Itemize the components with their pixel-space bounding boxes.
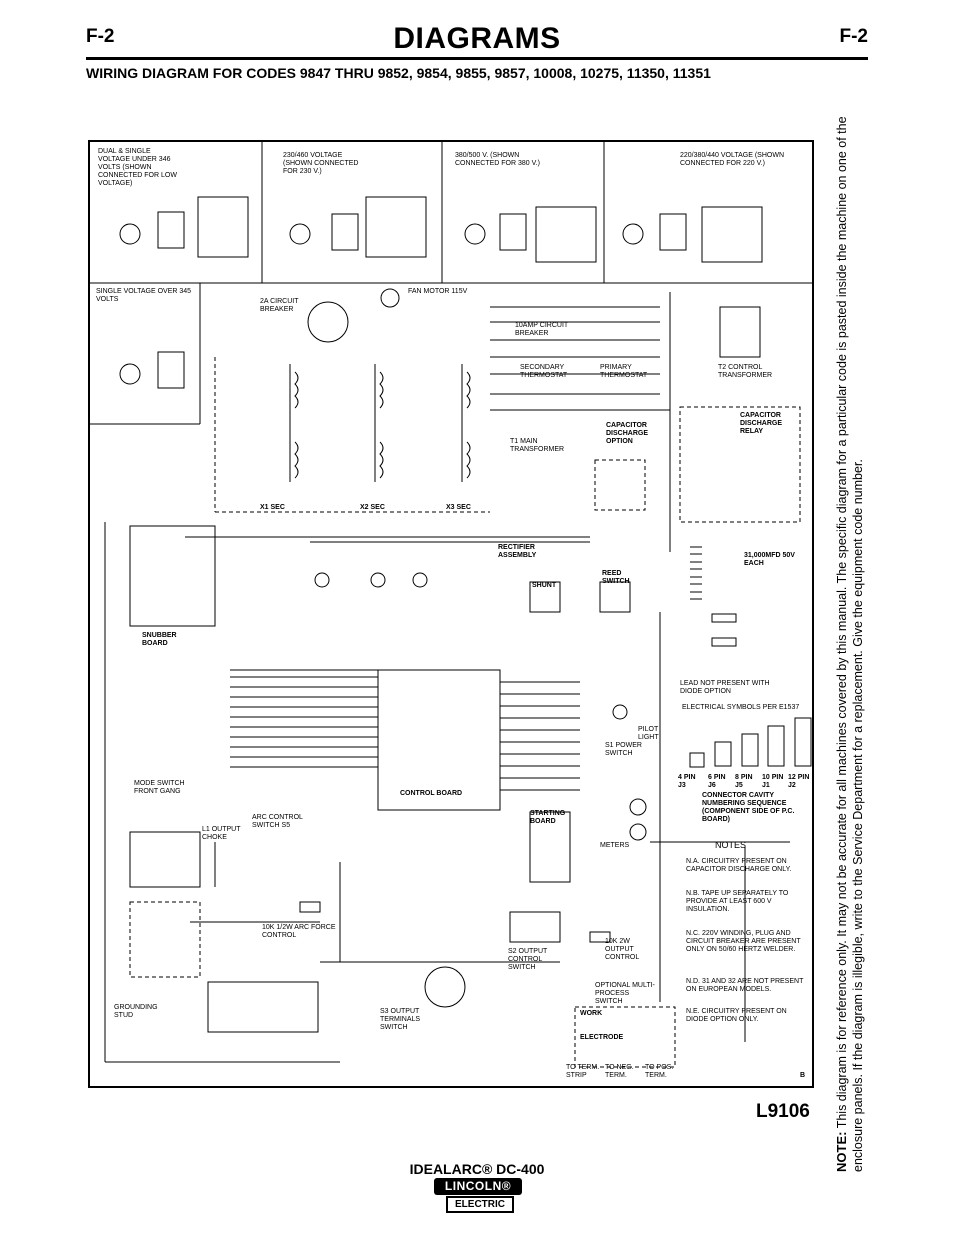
output-terminals-switch-label: S3 OUTPUT TERMINALS SWITCH [380,1008,421,1031]
output-choke-label: L1 OUTPUT CHOKE [202,826,241,841]
drawing-number: L9106 [756,1101,810,1122]
voltage-block-220-380-440: 220/380/440 VOLTAGE (SHOWN CONNECTED FOR… [680,152,785,167]
voltage-block-230-460: 230/460 VOLTAGE (SHOWN CONNECTED FOR 230… [283,152,359,175]
multi-process-switch-label: OPTIONAL MULTI-PROCESS SWITCH [595,982,655,1005]
fan-motor-label: FAN MOTOR 115V [408,288,468,295]
circuit-breaker-10a-label: 10AMP CIRCUIT BREAKER [515,322,569,337]
to-pos-term-label: TO POS. TERM. [645,1064,674,1079]
page-code-left: F-2 [86,26,115,47]
note-nc: N.C. 220V WINDING, PLUG AND CIRCUIT BREA… [686,930,801,953]
logo-top: LINCOLN® [434,1178,522,1195]
reed-switch-label: REED SWITCH [602,570,630,585]
t1-main-transformer-label: T1 MAIN TRANSFORMER [510,438,565,453]
page-code-right: F-2 [839,26,869,47]
page-title: DIAGRAMS [393,22,561,55]
to-term-strip-label: TO TERM. STRIP [566,1064,600,1079]
note-nb: N.B. TAPE UP SEPARATELY TO PROVIDE AT LE… [686,890,789,913]
connector-pin-label: 8 PIN J5 [735,774,753,789]
electrode-terminal-label: ELECTRODE [580,1034,624,1041]
x2-sec-label: X2 SEC [360,504,385,511]
grounding-stud-label: GROUNDING STUD [114,1004,158,1019]
product-name: IDEALARC® DC-400 [409,1161,545,1177]
lead-not-present-note: LEAD NOT PRESENT WITH DIODE OPTION [680,680,770,695]
x1-sec-label: X1 SEC [260,504,285,511]
wiring-diagram: DUAL & SINGLE VOLTAGE UNDER 346 VOLTS (S… [88,140,814,1088]
lincoln-electric-logo: LINCOLN® ELECTRIC [432,1178,524,1218]
arc-force-control-label: 10K 1/2W ARC FORCE CONTROL [262,924,336,939]
meters-label: METERS [600,842,630,849]
arc-control-switch-label: ARC CONTROL SWITCH S5 [252,814,303,829]
note-nd: N.D. 31 AND 32 ARE NOT PRESENT ON EUROPE… [686,978,804,993]
secondary-thermostat-label: SECONDARY THERMOSTAT [520,364,568,379]
t2-control-transformer-label: T2 CONTROL TRANSFORMER [718,364,773,379]
side-note: NOTE: This diagram is for reference only… [834,100,866,1172]
primary-thermostat-label: PRIMARY THERMOSTAT [600,364,648,379]
starting-board-label: STARTING BOARD [530,810,566,825]
circuit-breaker-2a-label: 2A CIRCUIT BREAKER [260,298,299,313]
pilot-light-label: PILOT LIGHT [638,726,659,741]
side-note-text: This diagram is for reference only. It m… [835,116,865,1172]
x3-sec-label: X3 SEC [446,504,471,511]
diagram-subtitle: WIRING DIAGRAM FOR CODES 9847 THRU 9852,… [86,65,711,81]
revision-mark: B [800,1072,806,1079]
snubber-board-label: SNUBBER BOARD [142,632,177,647]
voltage-block-380-500: 380/500 V. (SHOWN CONNECTED FOR 380 V.) [455,152,540,167]
capacitor-discharge-label: CAPACITOR DISCHARGE OPTION [606,422,649,445]
connector-pin-label: 6 PIN J6 [708,774,726,789]
output-control-switch-label: S2 OUTPUT CONTROL SWITCH [508,948,548,971]
work-terminal-label: WORK [580,1010,603,1017]
schematic-lines [90,142,812,1068]
connector-cavity-note: CONNECTOR CAVITY NUMBERING SEQUENCE (COM… [702,792,795,823]
electrical-symbols-note: ELECTRICAL SYMBOLS PER E1537 [682,704,800,711]
power-switch-label: S1 POWER SWITCH [605,742,642,757]
connector-pin-label: 4 PIN J3 [678,774,696,789]
capacitors-label: 31,000MFD 50V EACH [744,552,795,567]
output-control-label: 10K 2W OUTPUT CONTROL [605,938,640,961]
control-board-label: CONTROL BOARD [400,790,463,797]
to-neg-term-label: TO NEG. TERM. [605,1064,634,1079]
capacitor-relay-label: CAPACITOR DISCHARGE RELAY [740,412,783,435]
note-na: N.A. CIRCUITRY PRESENT ON CAPACITOR DISC… [686,858,792,873]
voltage-block-low: DUAL & SINGLE VOLTAGE UNDER 346 VOLTS (S… [98,148,177,187]
rectifier-assembly-label: RECTIFIER ASSEMBLY [498,544,537,559]
shunt-label: SHUNT [532,582,557,589]
note-ne: N.E. CIRCUITRY PRESENT ON DIODE OPTION O… [686,1008,787,1023]
notes-title: NOTES [715,840,747,850]
logo-bottom: ELECTRIC [446,1196,514,1213]
voltage-block-single: SINGLE VOLTAGE OVER 345 VOLTS [96,288,192,303]
connector-pin-label: 10 PIN J1 [762,774,784,789]
mode-switch-label: MODE SWITCH FRONT GANG [134,780,185,795]
connector-pin-label: 12 PIN J2 [788,774,810,789]
header-rule [86,57,868,60]
